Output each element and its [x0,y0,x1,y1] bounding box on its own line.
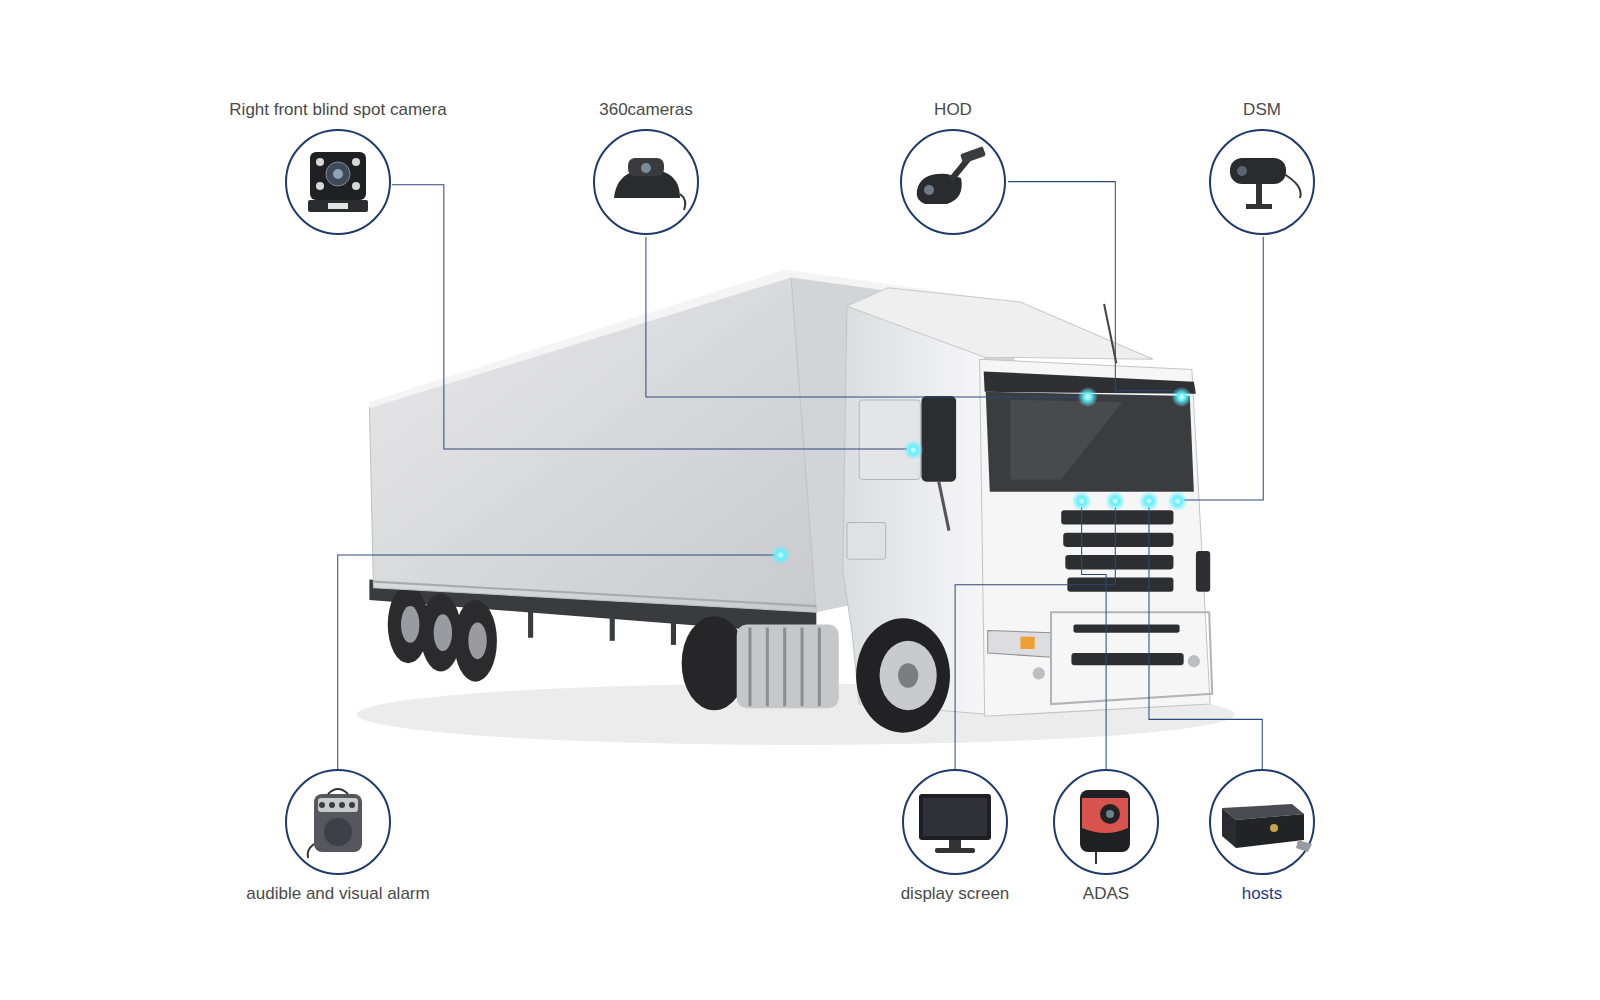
device-label: hosts [1242,884,1283,904]
circle-outline [284,768,392,876]
circle-outline [901,768,1009,876]
device-icon [308,152,368,212]
device-label: ADAS [1083,884,1129,904]
device-callout: ADAS [1052,768,1160,904]
icon-circle [899,128,1007,236]
device-icon [1230,158,1301,209]
device-label: HOD [934,100,972,120]
icon-circle [284,768,392,876]
device-callout: DSM [1208,100,1316,236]
sensor-dot [770,387,1191,566]
device-icon [919,794,991,853]
icon-circle [1208,128,1316,236]
device-icon [1222,804,1312,852]
icon-circle [1208,768,1316,876]
icon-circle [901,768,1009,876]
circle-outline [1052,768,1160,876]
truck [338,182,1264,770]
device-icon [917,146,986,204]
device-icon [1080,790,1130,864]
device-callout: audible and visual alarm [246,768,429,904]
icon-circle [284,128,392,236]
icon-circle [1052,768,1160,876]
leader-line [338,182,1264,770]
device-label: DSM [1243,100,1281,120]
device-callout: 360cameras [592,100,700,236]
device-label: 360cameras [599,100,693,120]
circle-outline [1208,128,1316,236]
device-label: display screen [901,884,1010,904]
device-icon [308,789,362,858]
circle-outline [592,128,700,236]
device-callout: display screen [901,768,1010,904]
device-callout: Right front blind spot camera [229,100,446,236]
circle-outline [1208,768,1316,876]
device-label: audible and visual alarm [246,884,429,904]
device-icon [614,158,685,210]
circle-outline [899,128,1007,236]
device-label: Right front blind spot camera [229,100,446,120]
icon-circle [592,128,700,236]
circle-outline [284,128,392,236]
device-callout: hosts [1208,768,1316,904]
device-callout: HOD [899,100,1007,236]
